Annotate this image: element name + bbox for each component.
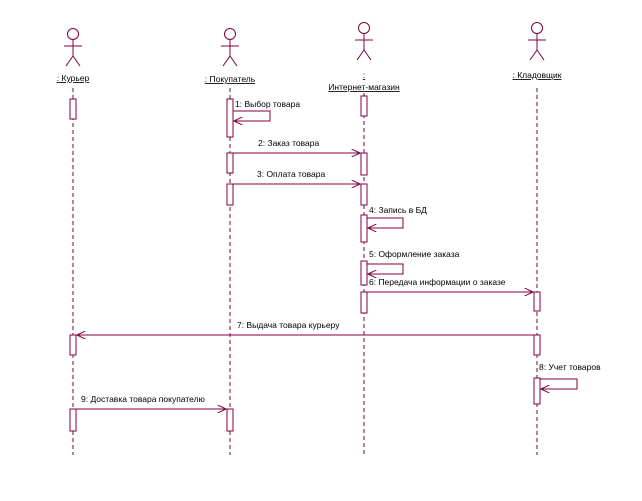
activation-box: [69, 334, 77, 356]
message-8[interactable]: 8: Учет товаров: [539, 362, 601, 389]
message-arrow: [540, 378, 578, 389]
message-1[interactable]: 1: Выбор товара: [233, 99, 300, 121]
actor-storekeeper[interactable]: : Кладовщик: [512, 22, 562, 81]
activation-box: [226, 183, 234, 206]
message-label: 3: Оплата товара: [257, 169, 325, 179]
activation-box: [226, 408, 234, 432]
message-arrow: [367, 217, 404, 228]
activation-box: [69, 98, 77, 120]
message-label: 7: Выдача товара курьеру: [237, 320, 340, 330]
activation-box: [226, 98, 234, 138]
activation-box: [360, 95, 368, 117]
message-label: 8: Учет товаров: [539, 362, 601, 372]
activation-box: [226, 152, 234, 174]
stick-figure-icon: [64, 28, 82, 67]
activation-box: [360, 152, 368, 176]
actor-shop[interactable]: : Интернет-магазин: [328, 22, 400, 93]
message-4[interactable]: 4: Запись в БД: [367, 205, 427, 228]
message-arrow: [367, 263, 404, 274]
message-label: 1: Выбор товара: [235, 99, 300, 109]
activation-box: [533, 334, 541, 356]
message-6[interactable]: 6: Передача информации о заказе: [367, 277, 533, 292]
message-7[interactable]: 7: Выдача товара курьеру: [77, 320, 534, 335]
activation-box: [360, 183, 368, 206]
message-9[interactable]: 9: Доставка товара покупателю: [76, 394, 226, 409]
stick-figure-icon: [528, 22, 546, 61]
actor-label: : Покупатель: [205, 74, 256, 84]
message-3[interactable]: 3: Оплата товара: [233, 169, 360, 184]
message-5[interactable]: 5: Оформление заказа: [367, 249, 460, 274]
message-label: 6: Передача информации о заказе: [369, 277, 506, 287]
actor-buyer[interactable]: : Покупатель: [205, 28, 256, 85]
actor-label: : Кладовщик: [512, 70, 561, 80]
actor-label-line-1: :: [363, 70, 365, 80]
activation-box: [360, 260, 368, 286]
message-label: 2: Заказ товара: [258, 138, 320, 148]
activation-box: [360, 291, 368, 314]
actor-courier[interactable]: : Курьер: [57, 28, 90, 84]
message-label: 5: Оформление заказа: [369, 249, 460, 259]
activations: [69, 95, 541, 432]
stick-figure-icon: [221, 28, 239, 67]
activation-box: [360, 214, 368, 243]
message-2[interactable]: 2: Заказ товара: [233, 138, 360, 153]
actor-label: : Курьер: [57, 73, 90, 83]
message-label: 9: Доставка товара покупателю: [81, 394, 206, 404]
message-label: 4: Запись в БД: [369, 205, 427, 215]
actor-label-line-2: Интернет-магазин: [328, 82, 400, 92]
stick-figure-icon: [355, 22, 373, 61]
message-arrow: [233, 110, 271, 121]
activation-box: [69, 408, 77, 432]
activation-box: [533, 377, 541, 405]
activation-box: [533, 291, 541, 312]
